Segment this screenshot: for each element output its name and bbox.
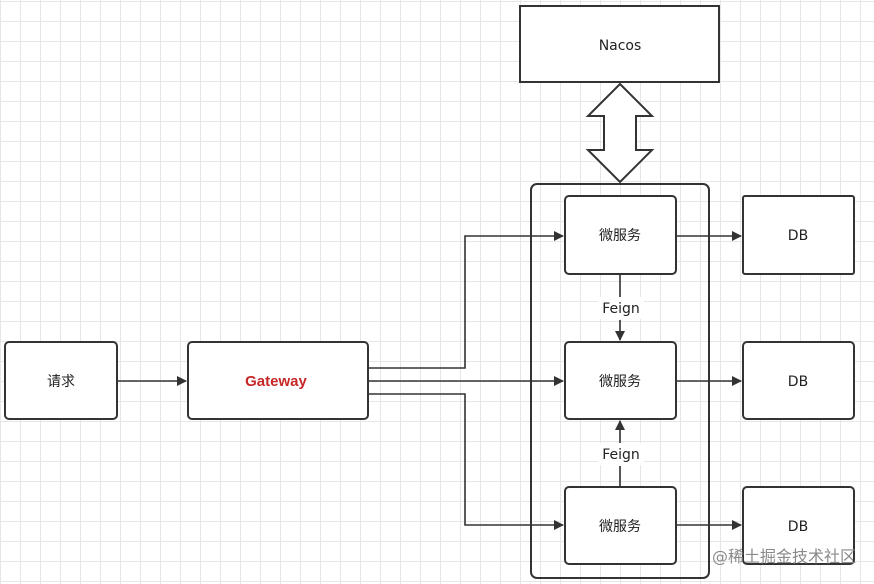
gateway-label: Gateway — [245, 373, 307, 390]
gateway-node: Gateway — [187, 341, 369, 420]
db-label: DB — [788, 374, 808, 390]
watermark-text: @稀土掘金技术社区 — [712, 547, 856, 566]
service-label: 微服务 — [599, 519, 641, 535]
db-label: DB — [788, 228, 808, 244]
feign-label-bg — [598, 297, 644, 319]
feign-label-bottom: Feign — [602, 447, 640, 463]
db-node: DB — [742, 195, 855, 275]
edge-gateway-to-service-1 — [368, 231, 564, 369]
service-label: 微服务 — [599, 374, 641, 390]
db-node: DB — [742, 486, 855, 565]
double-arrow-icon — [585, 82, 655, 184]
service-node: 微服务 — [564, 195, 677, 275]
request-label: 请求 — [47, 374, 75, 390]
service-label: 微服务 — [599, 228, 641, 244]
service-node: 微服务 — [564, 341, 677, 420]
edge-gateway-to-service-3 — [368, 393, 564, 530]
nacos-label: Nacos — [599, 38, 642, 54]
service-node: 微服务 — [564, 486, 677, 565]
db-node: DB — [742, 341, 855, 420]
db-label: DB — [788, 519, 808, 535]
feign-label-top: Feign — [602, 301, 640, 317]
request-node: 请求 — [4, 341, 118, 420]
nacos-node: Nacos — [519, 5, 720, 83]
feign-label-bg — [598, 443, 644, 465]
